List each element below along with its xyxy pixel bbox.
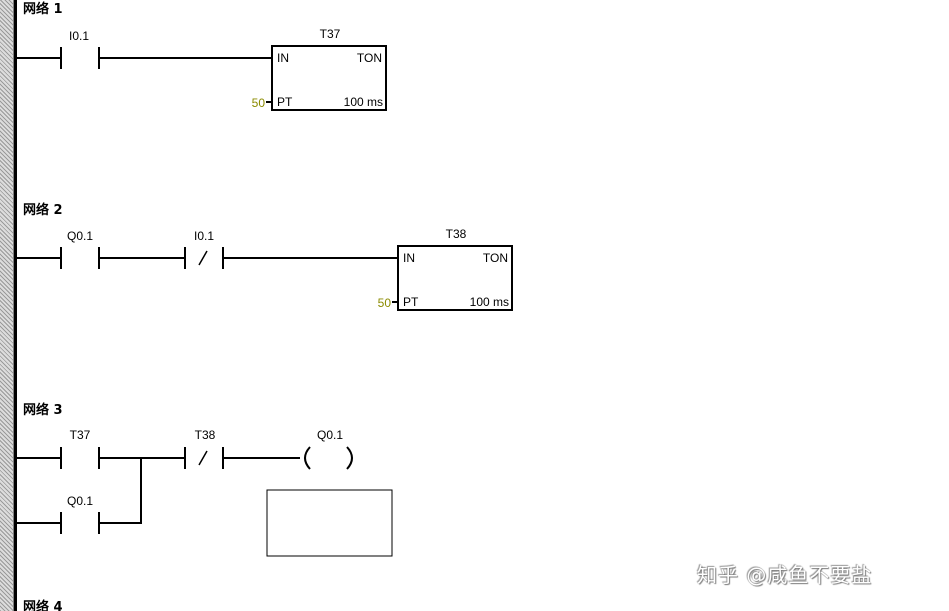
contact-t37[interactable]: T37 bbox=[17, 428, 100, 469]
contact-t38-nc[interactable]: T38 bbox=[184, 428, 224, 469]
network-2[interactable]: 网络 2 Q0.1 I0.1 T38 IN TON PT 100 ms 50 bbox=[17, 202, 513, 311]
contact-label: T38 bbox=[195, 428, 216, 442]
contact-label: I0.1 bbox=[69, 29, 89, 43]
contact-q0-1-branch[interactable]: Q0.1 bbox=[17, 494, 100, 534]
contact-label: Q0.1 bbox=[67, 494, 93, 508]
network-4-title: 网络 4 bbox=[23, 599, 63, 611]
timer-type-label: TON bbox=[483, 251, 508, 265]
contact-label: Q0.1 bbox=[67, 229, 93, 243]
timer-t38[interactable]: T38 IN TON PT 100 ms 50 bbox=[378, 227, 513, 311]
network-1-title: 网络 1 bbox=[23, 1, 63, 17]
timer-type-label: TON bbox=[357, 51, 382, 65]
contact-label: I0.1 bbox=[194, 229, 214, 243]
network-3[interactable]: 网络 3 T37 Q0.1 T38 Q0.1 bbox=[17, 402, 393, 557]
timer-t37[interactable]: T37 IN TON PT 100 ms 50 bbox=[252, 27, 387, 111]
empty-box[interactable] bbox=[266, 489, 393, 557]
coil-q0-1[interactable]: Q0.1 bbox=[304, 428, 353, 470]
network-2-title: 网络 2 bbox=[23, 202, 63, 218]
timer-base-label: 100 ms bbox=[470, 295, 509, 309]
watermark: 知乎 @咸鱼不要盐 bbox=[697, 563, 873, 587]
timer-in-label: IN bbox=[403, 251, 415, 265]
network-1[interactable]: 网络 1 I0.1 T37 IN TON PT 100 ms 50 bbox=[17, 1, 387, 111]
network-4[interactable]: 网络 4 bbox=[23, 599, 63, 611]
timer-pt-value: 50 bbox=[378, 296, 392, 310]
coil-label: Q0.1 bbox=[317, 428, 343, 442]
left-power-rail bbox=[14, 0, 17, 611]
timer-name: T38 bbox=[446, 227, 467, 241]
timer-name: T37 bbox=[320, 27, 341, 41]
contact-q0-1[interactable]: Q0.1 bbox=[17, 229, 100, 269]
timer-pt-label: PT bbox=[403, 295, 419, 309]
timer-box bbox=[271, 45, 387, 111]
network-3-title: 网络 3 bbox=[23, 402, 63, 418]
contact-i0-1-nc[interactable]: I0.1 bbox=[184, 229, 224, 269]
timer-in-label: IN bbox=[277, 51, 289, 65]
timer-pt-label: PT bbox=[277, 95, 293, 109]
timer-base-label: 100 ms bbox=[344, 95, 383, 109]
contact-label: T37 bbox=[70, 428, 91, 442]
timer-pt-value: 50 bbox=[252, 96, 266, 110]
contact-i0-1[interactable]: I0.1 bbox=[17, 29, 100, 69]
left-margin-strip bbox=[0, 0, 14, 611]
timer-box bbox=[397, 245, 513, 311]
